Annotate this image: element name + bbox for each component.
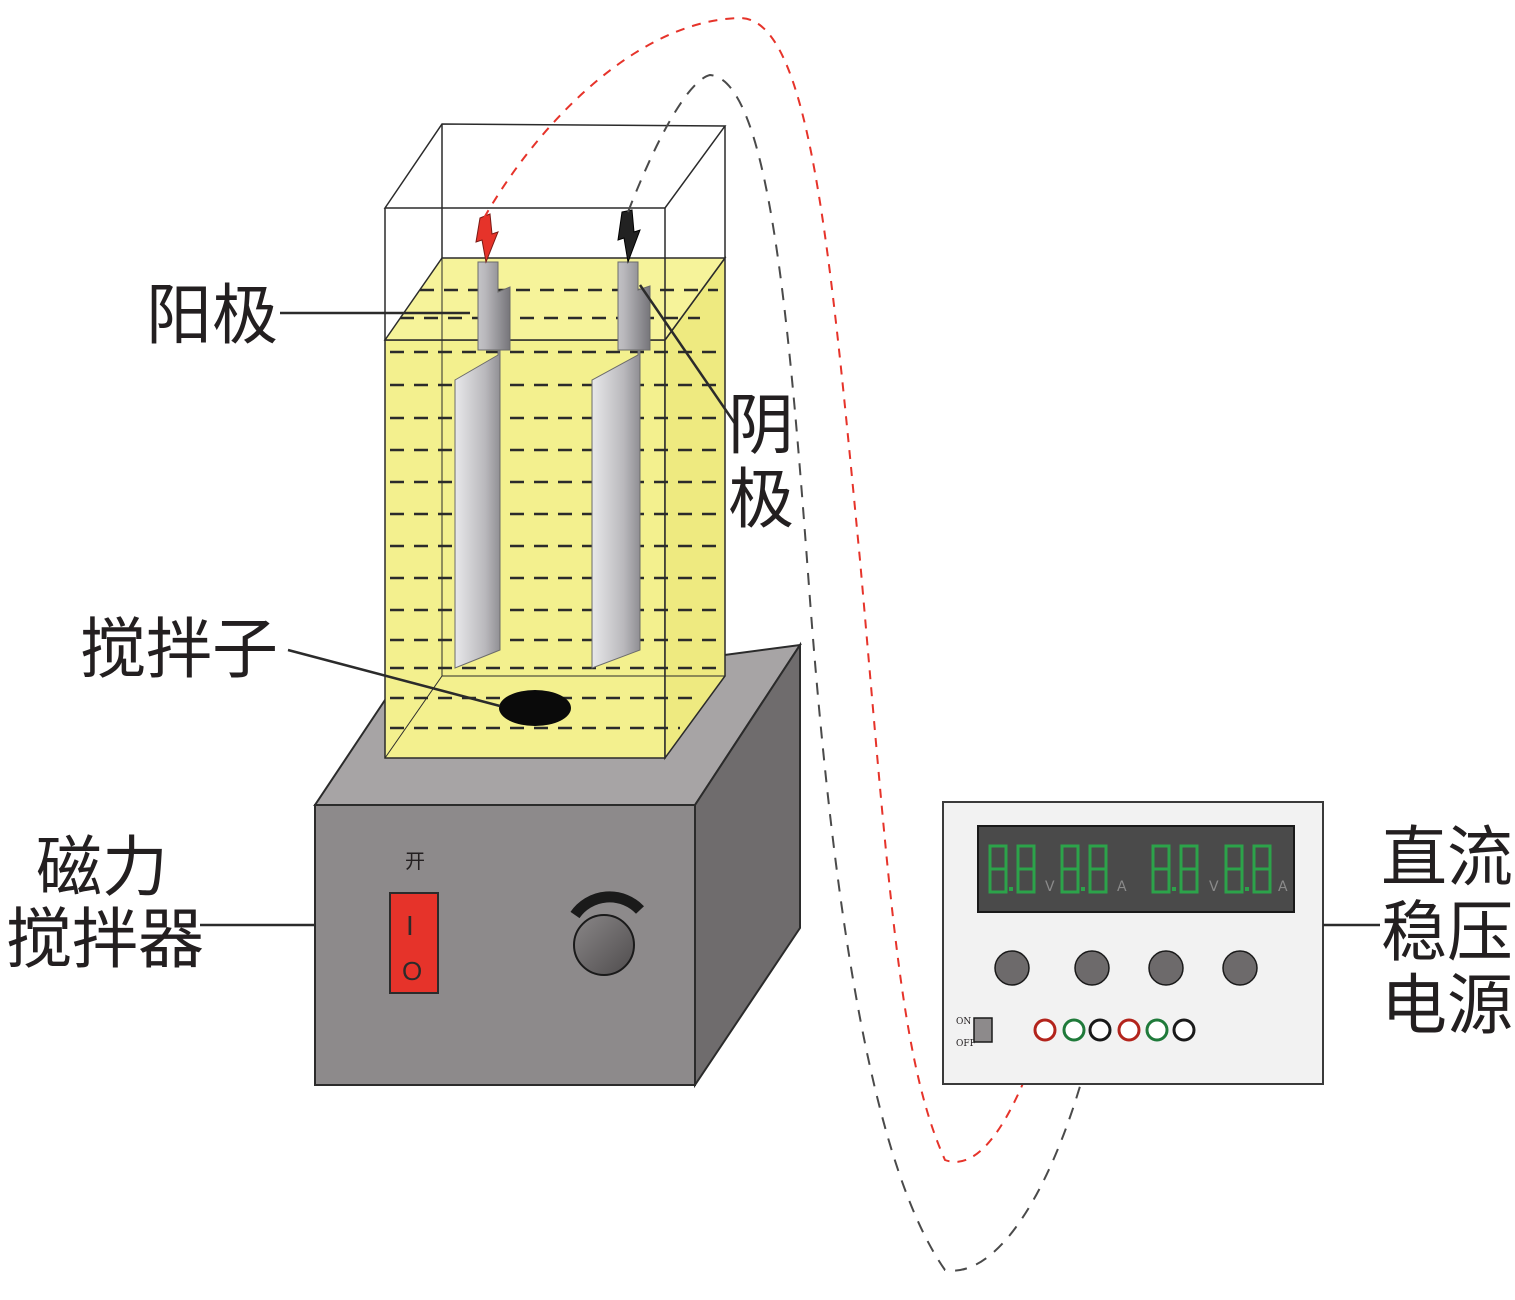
terminal-black-1[interactable]: [1088, 1018, 1112, 1042]
meter-digits: [988, 844, 1272, 894]
anode-plate: [454, 261, 511, 669]
anode-wire: [483, 16, 1044, 1163]
control-knob-3[interactable]: [1148, 950, 1184, 986]
terminal-green-1[interactable]: [1062, 1018, 1086, 1042]
stirrer-label-line1: 磁力: [36, 829, 168, 906]
control-knob-2[interactable]: [1074, 950, 1110, 986]
meter-decimal-point: [1081, 887, 1085, 891]
speed-knob[interactable]: [573, 914, 635, 976]
leader-lines: [200, 284, 1380, 927]
cathode-clip: [617, 209, 641, 264]
terminal-red-1[interactable]: [1033, 1018, 1057, 1042]
stirrer-front-face: [314, 804, 696, 1086]
stirrer-switch-label: 开: [405, 849, 425, 873]
terminal-black-2[interactable]: [1172, 1018, 1196, 1042]
speed-knob-arc: [570, 891, 644, 919]
control-knob-1[interactable]: [994, 950, 1030, 986]
cathode-wire: [627, 73, 1096, 1272]
power-label-line1: 直流: [1381, 819, 1513, 896]
stirrer-label-line2: 搅拌器: [6, 901, 204, 978]
unit-a2: A: [1278, 879, 1288, 895]
meter-decimal-point: [1009, 887, 1013, 891]
power-label-line3: 电源: [1381, 967, 1513, 1044]
dc-power-supply: V A V A ON OFF: [942, 801, 1324, 1085]
power-switch[interactable]: [389, 892, 439, 994]
unit-v1: V: [1045, 879, 1055, 895]
electrolytic-cell: [383, 123, 727, 761]
unit-a1: A: [1117, 879, 1127, 895]
cathode-leader: [638, 284, 738, 426]
control-knob-4[interactable]: [1222, 950, 1258, 986]
solution-dash-lines: [390, 288, 722, 730]
meter-decimal-point: [1172, 887, 1176, 891]
power-on-off-switch[interactable]: [973, 1017, 993, 1043]
cathode-label-line2: 极: [728, 461, 794, 538]
meter-decimal-point: [1245, 887, 1249, 891]
beaker-glass: [383, 123, 727, 340]
terminal-green-2[interactable]: [1145, 1018, 1169, 1042]
on-label: ON: [956, 1017, 971, 1027]
stir-bar-leader: [287, 648, 501, 708]
off-label: OFF: [956, 1039, 976, 1049]
terminal-red-2[interactable]: [1117, 1018, 1141, 1042]
cathode-label-line1: 阴: [728, 387, 794, 464]
stir-bar-label: 搅拌子: [80, 611, 278, 688]
cathode-plate: [591, 261, 651, 669]
stir-bar: [499, 690, 571, 726]
switch-off-glyph: O: [402, 956, 422, 986]
solution-surface: [383, 257, 727, 341]
switch-on-glyph: I: [406, 910, 414, 941]
magnetic-stirrer: 开 I O: [313, 641, 803, 1089]
unit-v2: V: [1209, 879, 1219, 895]
power-label-line2: 稳压: [1381, 894, 1513, 971]
anode-label: 阳极: [146, 277, 278, 354]
anode-clip: [475, 213, 499, 264]
